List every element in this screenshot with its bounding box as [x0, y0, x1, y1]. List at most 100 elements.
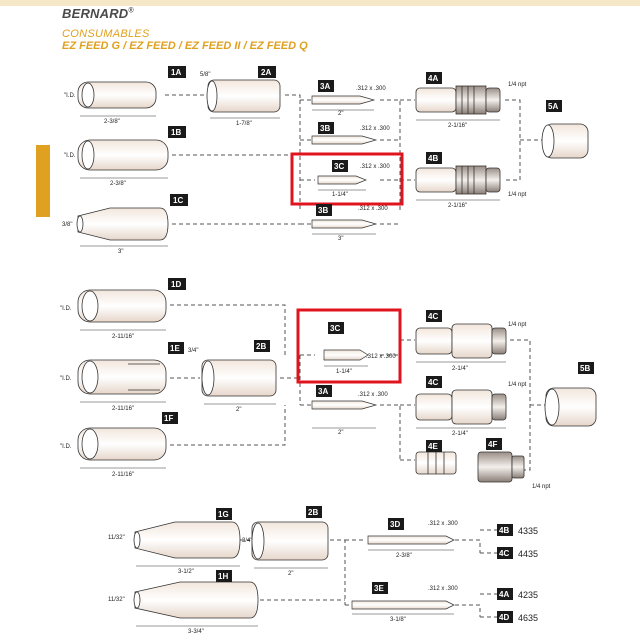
tip-3c-top [317, 175, 367, 185]
dim-1g-side: 11/32" [108, 535, 125, 541]
dim-3a-top-len: 2" [338, 111, 343, 117]
label-boxes [162, 66, 594, 623]
dim-3c-mid-len: 1-1/4" [336, 369, 352, 375]
dim-4c-1-npt: 1/4 npt [508, 322, 527, 328]
nozzle-1f [77, 427, 167, 461]
dim-1c-len: 3" [118, 249, 123, 255]
dim-3c-mid-spec: .312 x .300 [366, 354, 396, 360]
dim-1e-len: 2-11/16" [112, 406, 134, 412]
dim-3b-top-spec: .312 x .300 [360, 126, 390, 132]
label-4b-bot: 4B [499, 526, 509, 535]
dim-3c-top-len: 1-1/4" [332, 192, 348, 198]
dim-4c-2-npt: 1/4 npt [508, 382, 527, 388]
dim-4c-2-len: 2-1/4" [452, 431, 468, 437]
dim-3a-top-spec: .312 x .300 [356, 86, 386, 92]
label-2b-mid: 2B [256, 342, 266, 351]
dim-1f-len: 2-11/16" [112, 472, 134, 478]
label-4c-bot: 4C [499, 549, 509, 558]
dim-1f-id: "I.D. [60, 444, 72, 450]
dim-4f-npt: 1/4 npt [532, 484, 551, 490]
dim-2a-len: 1-7/8" [236, 121, 252, 127]
label-5b: 5B [580, 364, 590, 373]
tip-3d [367, 535, 455, 545]
label-1d: 1D [171, 280, 181, 289]
dim-1a-id: "I.D. [64, 93, 76, 99]
dimension-lines [80, 109, 506, 627]
dim-1b-len: 2-3/8" [110, 181, 126, 187]
label-1g: 1G [218, 510, 229, 519]
nozzle-1a [77, 81, 157, 109]
nozzle-1e [77, 359, 167, 395]
nozzle-1c [76, 207, 169, 241]
tip-3b-mid [311, 219, 378, 229]
highlight-box-mid [296, 308, 402, 384]
label-4e: 4E [428, 442, 438, 451]
dim-3a-mid-spec: .312 x .300 [358, 392, 388, 398]
label-3b-mid: 3B [318, 206, 328, 215]
tip-3a-top [311, 95, 376, 105]
diffuser-4c-2 [415, 389, 507, 425]
label-3b-top: 3B [320, 124, 330, 133]
label-4a-bot: 4A [499, 590, 509, 599]
diffuser-4b [415, 165, 501, 195]
dim-3b-mid-spec: .312 x .300 [358, 206, 388, 212]
dim-1b-id: "I.D. [64, 153, 76, 159]
dim-4b-npt: 1/4 npt [508, 192, 527, 198]
label-4a-top: 4A [428, 74, 438, 83]
tip-3e [351, 600, 455, 610]
dim-4c-1-len: 2-1/4" [452, 366, 468, 372]
brand-title: BERNARD® [62, 6, 134, 21]
diffuser-4e [415, 451, 457, 475]
label-1h: 1H [218, 572, 228, 581]
part-number-4a: 4235 [518, 590, 538, 600]
label-5a: 5A [548, 102, 558, 111]
dim-1d-id: "I.D. [60, 306, 72, 312]
label-3c-mid: 3C [330, 324, 340, 333]
tip-3a-mid [311, 400, 378, 410]
insulator-5a [541, 123, 589, 159]
section-subtitle: CONSUMABLES [62, 28, 150, 40]
dim-2b-bot-side: 3/4" [242, 538, 252, 544]
part-number-4d: 4635 [518, 613, 538, 623]
dim-1g-len: 3-1/2" [178, 569, 194, 575]
dim-1e-side: 3/4" [188, 348, 198, 354]
label-2b-bot: 2B [308, 508, 318, 517]
nozzle-1g [133, 521, 241, 559]
label-1a: 1A [171, 68, 181, 77]
tip-3c-mid [323, 349, 369, 361]
dim-3b-mid-len: 3" [338, 236, 343, 242]
dim-1h-len: 3-3/4" [188, 629, 204, 635]
nozzle-1d [77, 289, 167, 323]
dim-3e-len: 3-1/8" [390, 617, 406, 623]
dim-1a-len: 2-3/8" [104, 119, 120, 125]
dim-2b-len: 2" [236, 407, 241, 413]
label-2a: 2A [261, 68, 271, 77]
label-4f: 4F [488, 440, 497, 449]
insulator-5b [544, 387, 597, 427]
diffuser-4a [415, 85, 501, 115]
dim-3d-spec: .312 x .300 [428, 521, 458, 527]
dim-3c-top-spec: .312 x .300 [360, 164, 390, 170]
dim-4a-npt: 1/4 npt [508, 82, 527, 88]
label-4c-1: 4C [428, 312, 438, 321]
highlight-box-top [290, 152, 404, 206]
dim-1h-side: 11/32" [108, 597, 125, 603]
part-number-4b: 4335 [518, 526, 538, 536]
label-1e: 1E [170, 344, 180, 353]
dim-4a-len: 2-1/16" [448, 123, 467, 129]
dim-3d-len: 2-3/8" [396, 553, 412, 559]
diffuser-4f [477, 451, 525, 483]
nozzle-1b [77, 139, 169, 171]
label-3d: 3D [390, 520, 400, 529]
adapter-2a [206, 79, 281, 113]
top-band [0, 0, 640, 6]
nozzle-1h [133, 581, 259, 619]
label-4b-top: 4B [428, 154, 438, 163]
label-3e: 3E [374, 584, 384, 593]
label-3c-top: 3C [334, 162, 344, 171]
dim-2a-top: 5/8" [200, 72, 210, 78]
dim-3a-mid-len: 2" [338, 430, 343, 436]
sidebar-tab [36, 145, 50, 217]
tip-3b-top [311, 135, 378, 145]
